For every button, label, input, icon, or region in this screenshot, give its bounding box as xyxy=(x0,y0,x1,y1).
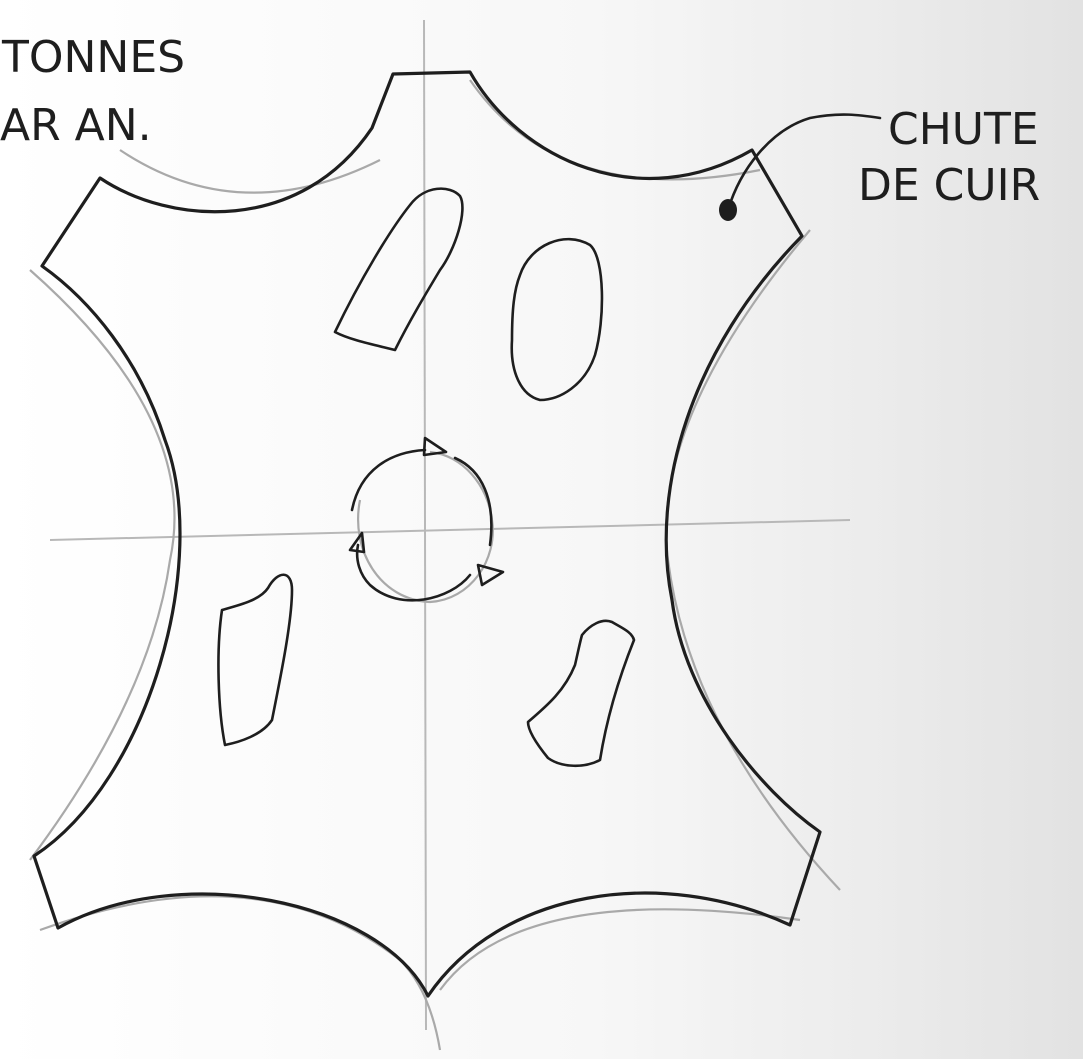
callout-label-line2: DE CUIR xyxy=(858,160,1040,211)
callout-label-line1: CHUTE xyxy=(888,104,1039,155)
annotation-top-left-line2: AR AN. xyxy=(0,100,152,151)
hide-outline xyxy=(34,72,820,996)
annotation-top-left-line1: TONNES xyxy=(1,32,185,83)
recycling-arrows-icon xyxy=(350,438,503,602)
arrow-head-top-icon xyxy=(424,438,446,455)
blemish-bottom-left xyxy=(218,575,292,745)
blemish-bottom-right xyxy=(528,621,634,766)
blemish-top-right xyxy=(512,239,602,400)
pencil-guide-lines xyxy=(30,20,850,1050)
blemish-top-left xyxy=(335,189,462,350)
callout-dot-icon xyxy=(719,199,737,221)
